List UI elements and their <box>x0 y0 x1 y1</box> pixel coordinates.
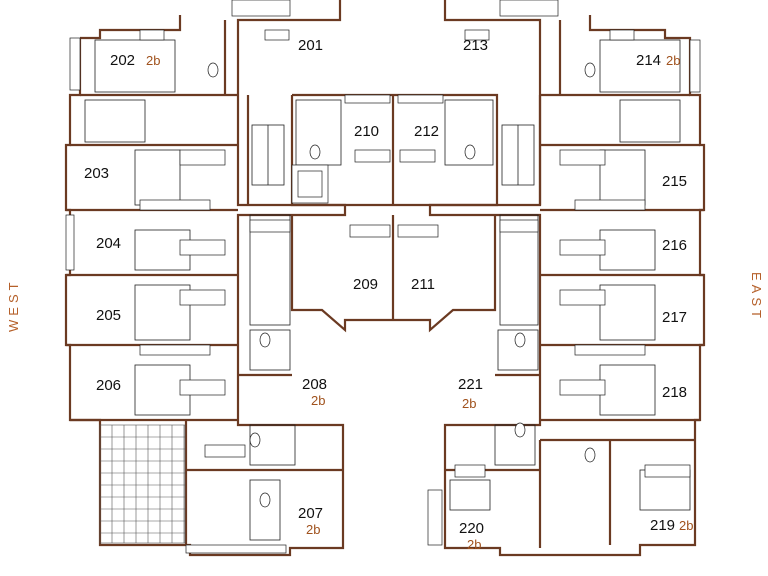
compass-west-label: WEST <box>6 278 21 332</box>
unit-beds-208: 2b <box>311 393 325 408</box>
unit-number-201: 201 <box>298 37 323 54</box>
terrace-grid <box>99 424 186 544</box>
fixtures <box>139 29 691 508</box>
unit-number-210: 210 <box>354 123 379 140</box>
unit-number-212: 212 <box>414 123 439 140</box>
unit-number-214: 214 <box>636 52 661 69</box>
building-walls <box>64 0 706 557</box>
unit-number-209: 209 <box>353 276 378 293</box>
unit-labels: 201 202 2b 203 204 205 206 207 2b 208 2b… <box>84 37 693 552</box>
unit-number-206: 206 <box>96 377 121 394</box>
unit-number-219: 219 <box>650 517 675 534</box>
unit-number-213: 213 <box>463 37 488 54</box>
unit-number-217: 217 <box>662 309 687 326</box>
unit-number-218: 218 <box>662 384 687 401</box>
unit-beds-221: 2b <box>462 396 476 411</box>
unit-number-204: 204 <box>96 235 121 252</box>
unit-beds-207: 2b <box>306 522 320 537</box>
balconies <box>65 0 701 554</box>
unit-number-211: 211 <box>411 276 435 293</box>
unit-number-205: 205 <box>96 307 121 324</box>
unit-number-216: 216 <box>662 237 687 254</box>
unit-number-207: 207 <box>298 505 323 522</box>
unit-number-203: 203 <box>84 165 109 182</box>
unit-number-208: 208 <box>302 376 327 393</box>
unit-beds-202: 2b <box>146 53 160 68</box>
unit-beds-219: 2b <box>679 518 693 533</box>
unit-number-202: 202 <box>110 52 135 69</box>
unit-number-221: 221 <box>458 376 483 393</box>
compass-east-label: EAST <box>749 272 764 322</box>
unit-beds-220: 2b <box>467 537 481 552</box>
unit-number-220: 220 <box>459 520 484 537</box>
unit-beds-214: 2b <box>666 53 680 68</box>
unit-number-215: 215 <box>662 173 687 190</box>
